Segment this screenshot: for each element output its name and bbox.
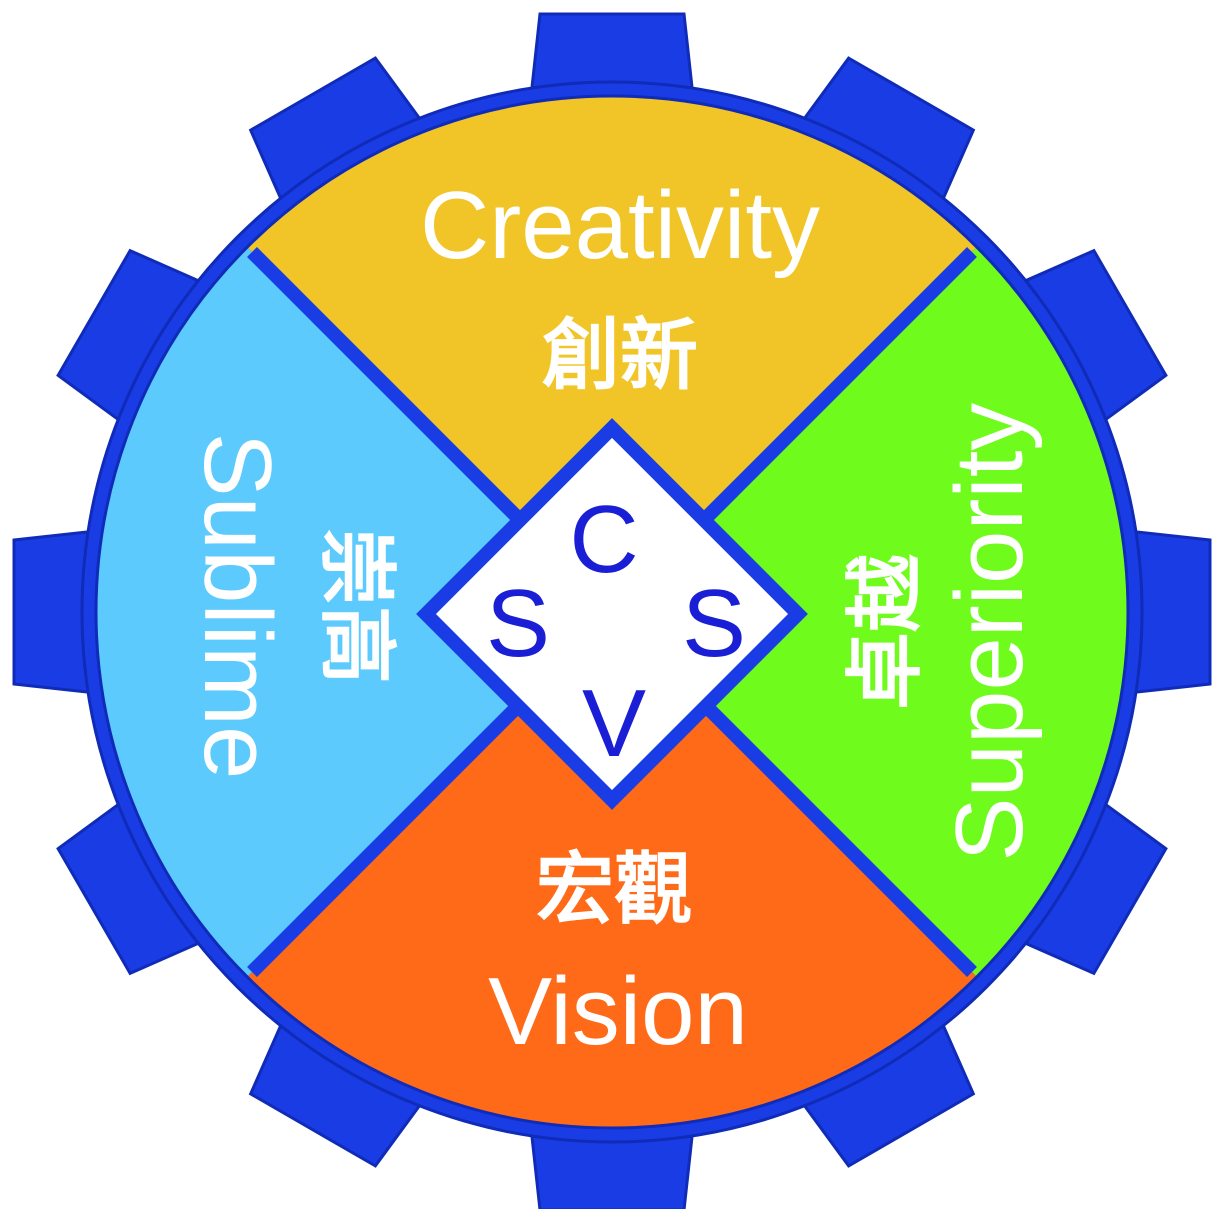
creativity-chinese-label: 創新 [542, 311, 698, 401]
sublime-label: Sublime [184, 433, 291, 780]
vision-chinese-label: 宏觀 [536, 845, 692, 935]
center-letter-v: V [582, 670, 646, 777]
superiority-label: Superiority [936, 403, 1043, 862]
vision-label: Vision [488, 958, 748, 1065]
center-diamond [416, 418, 808, 810]
wheel-rim [94, 94, 1130, 1130]
center-letter-s-left: S [486, 570, 550, 677]
creativity-label: Creativity [420, 172, 820, 279]
sublime-chinese-label: 崇高 [311, 528, 401, 684]
center-letter-s-right: S [682, 570, 746, 677]
superiority-chinese-label: 卓越 [841, 553, 931, 710]
center-letter-c: C [569, 486, 638, 593]
